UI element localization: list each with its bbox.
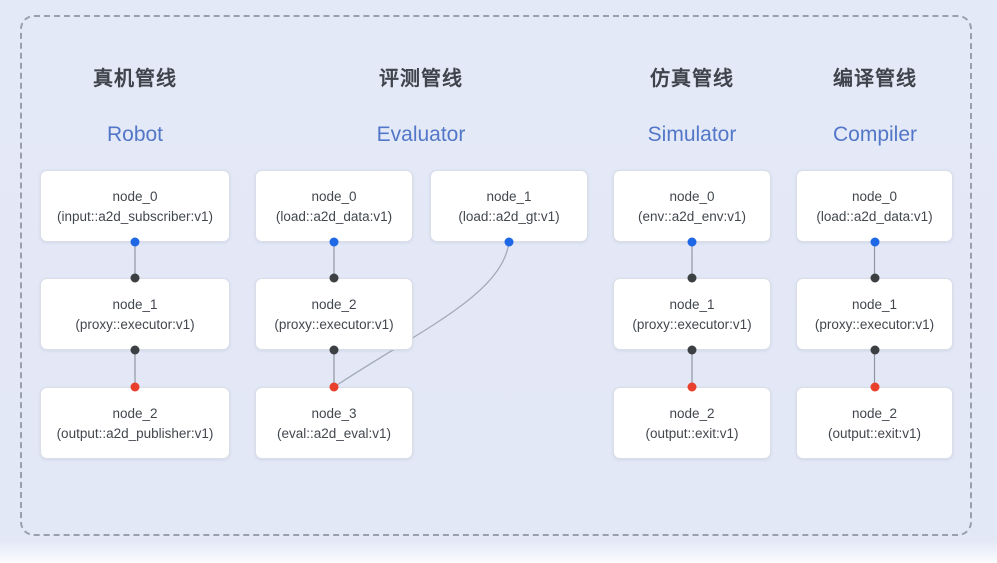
node-type-label: (load::a2d_data:v1) <box>816 208 933 224</box>
simulator-node_2-card: node_2(output::exit:v1) <box>613 387 771 459</box>
robot-node_1-card: node_1(proxy::executor:v1) <box>40 278 230 350</box>
robot-node_2-card: node_2(output::a2d_publisher:v1) <box>40 387 230 459</box>
robot-node_1-bottom-port-dot <box>130 345 140 355</box>
compiler-node_1-top-port-dot <box>870 273 879 283</box>
compiler-node_2-card: node_2(output::exit:v1) <box>796 387 953 459</box>
pipeline-title-zh-simulator: 仿真管线 <box>650 68 734 90</box>
node-type-label: (output::exit:v1) <box>827 425 922 441</box>
evaluator-node_2-bottom-port-dot <box>329 345 339 355</box>
node-name-label: node_1 <box>486 188 532 204</box>
compiler-node_1-bottom-port-dot <box>870 345 879 355</box>
compiler-node_1-card: node_1(proxy::executor:v1) <box>796 278 953 350</box>
simulator-node_1-top-port-dot <box>687 273 697 283</box>
node-type-label: (output::exit:v1) <box>645 425 739 441</box>
pipeline-title-zh-compiler: 编译管线 <box>833 68 917 90</box>
evaluator-node_3-top-port-dot <box>329 382 339 392</box>
pipeline-title-en-compiler: Compiler <box>832 123 918 146</box>
node-type-label: (env::a2d_env:v1) <box>637 208 747 224</box>
node-type-label: (proxy::executor:v1) <box>632 316 752 332</box>
pipeline-title-en-evaluator: Evaluator <box>376 123 466 146</box>
node-name-label: node_2 <box>851 405 898 421</box>
node-type-label: (proxy::executor:v1) <box>814 316 935 332</box>
node-name-label: node_0 <box>669 188 715 204</box>
node-name-label: node_1 <box>669 296 715 312</box>
node-name-label: node_1 <box>112 296 158 312</box>
node-type-label: (eval::a2d_eval:v1) <box>276 425 392 441</box>
compiler-node_2-top-port-dot <box>870 382 879 392</box>
evaluator-node_3-card: node_3(eval::a2d_eval:v1) <box>255 387 413 459</box>
robot-node_2-top-port-dot <box>130 382 140 392</box>
node-type-label: (output::a2d_publisher:v1) <box>56 425 214 441</box>
simulator-node_1-card: node_1(proxy::executor:v1) <box>613 278 771 350</box>
node-type-label: (load::a2d_gt:v1) <box>458 208 560 224</box>
pipeline-title-en-simulator: Simulator <box>647 123 737 146</box>
evaluator-node_2-top-port-dot <box>329 273 339 283</box>
node-name-label: node_2 <box>311 296 357 312</box>
node-name-label: node_2 <box>112 405 158 421</box>
compiler-node_0-card: node_0(load::a2d_data:v1) <box>796 170 953 242</box>
simulator-node_1-bottom-port-dot <box>687 345 697 355</box>
evaluator-node_0-bottom-port-dot <box>329 237 339 247</box>
node-name-label: node_1 <box>851 296 898 312</box>
node-name-label: node_3 <box>311 405 357 421</box>
pipeline-title-zh-robot: 真机管线 <box>93 68 177 90</box>
node-name-label: node_0 <box>112 188 158 204</box>
evaluator-node_0-card: node_0(load::a2d_data:v1) <box>255 170 413 242</box>
simulator-node_0-card: node_0(env::a2d_env:v1) <box>613 170 771 242</box>
robot-node_1-top-port-dot <box>130 273 140 283</box>
node-name-label: node_0 <box>851 188 898 204</box>
robot-node_0-bottom-port-dot <box>130 237 140 247</box>
compiler-node_0-bottom-port-dot <box>870 237 879 247</box>
node-type-label: (proxy::executor:v1) <box>274 316 394 332</box>
node-type-label: (proxy::executor:v1) <box>75 316 195 332</box>
simulator-node_2-top-port-dot <box>687 382 697 392</box>
node-type-label: (load::a2d_data:v1) <box>275 208 393 224</box>
node-name-label: node_2 <box>669 405 715 421</box>
evaluator-node_1-bottom-port-dot <box>504 237 514 247</box>
evaluator-node_1-card: node_1(load::a2d_gt:v1) <box>430 170 588 242</box>
simulator-node_0-bottom-port-dot <box>687 237 697 247</box>
dashed-border-frame <box>20 15 972 536</box>
pipeline-title-en-robot: Robot <box>106 123 164 146</box>
node-name-label: node_0 <box>311 188 357 204</box>
pipeline-title-zh-evaluator: 评测管线 <box>379 68 463 90</box>
node-type-label: (input::a2d_subscriber:v1) <box>56 208 214 224</box>
evaluator-node_2-card: node_2(proxy::executor:v1) <box>255 278 413 350</box>
connector-curve-gt-to-eval <box>333 241 510 388</box>
robot-node_0-card: node_0(input::a2d_subscriber:v1) <box>40 170 230 242</box>
